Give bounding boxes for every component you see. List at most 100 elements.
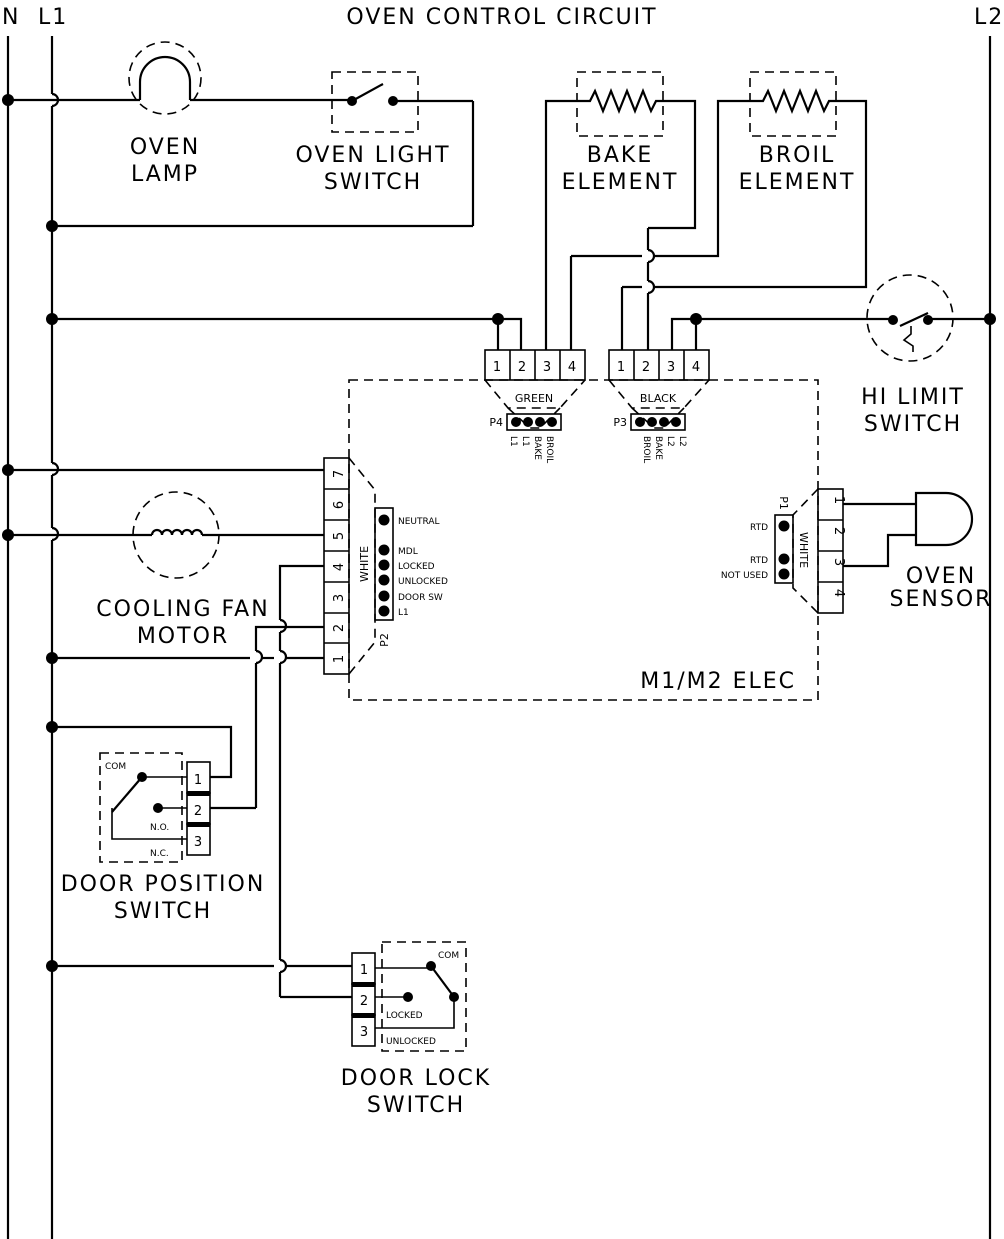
oven-sensor xyxy=(843,491,974,568)
oven-lamp-label-1: OVEN xyxy=(130,135,200,160)
coil-icon xyxy=(150,528,204,536)
green-connector-label: GREEN xyxy=(515,392,553,405)
l1-to-green-wiring xyxy=(46,313,523,350)
door-position-switch xyxy=(46,721,233,863)
p2-pin-3: 3 xyxy=(332,594,347,602)
green-pin-4: 4 xyxy=(568,360,576,375)
p2-signal-unlocked: UNLOCKED xyxy=(398,577,448,587)
element-wiring xyxy=(544,99,868,350)
p2-pin-1: 1 xyxy=(332,655,347,663)
p2-signal-locked: LOCKED xyxy=(398,562,435,572)
green-pin-2: 2 xyxy=(518,360,526,375)
white-p1-connector xyxy=(774,488,844,614)
broil-element-label-2: ELEMENT xyxy=(739,170,856,195)
switch-icon xyxy=(351,83,384,102)
bake-element xyxy=(576,71,664,137)
neutral-to-p2-wiring xyxy=(2,464,324,476)
p1-label: P1 xyxy=(777,496,790,510)
p3-signal-2: L2 xyxy=(665,436,675,447)
p2-lower-wiring xyxy=(46,564,352,999)
dps-com-label: COM xyxy=(105,762,126,772)
green-pin-1: 1 xyxy=(493,360,501,375)
black-pin-3: 3 xyxy=(667,360,675,375)
dls-pin-2: 2 xyxy=(360,994,368,1009)
cooling-fan-motor xyxy=(2,491,324,579)
p1-pin-2: 2 xyxy=(831,527,846,535)
p1-signal-not-used: NOT USED xyxy=(721,571,768,581)
green-connector xyxy=(484,349,586,431)
p2-pin-7: 7 xyxy=(332,470,347,478)
bake-element-label-1: BAKE xyxy=(587,143,653,168)
p4-label: P4 xyxy=(489,416,503,429)
dls-locked-label: LOCKED xyxy=(386,1011,423,1021)
oven-light-switch-enclosure xyxy=(331,71,419,133)
control-board-label: M1/M2 ELEC xyxy=(640,669,796,694)
p3-signal-3: BAKE xyxy=(653,436,663,460)
oven-sensor-label-2: SENSOR xyxy=(890,587,993,612)
dps-no-label: N.O. xyxy=(150,823,169,833)
dls-com-label: COM xyxy=(438,951,459,961)
broil-element xyxy=(749,71,837,137)
p2-pin-4: 4 xyxy=(332,563,347,571)
black-connector-label: BLACK xyxy=(640,392,677,405)
bake-element-label-2: ELEMENT xyxy=(562,170,679,195)
dls-label-2: SWITCH xyxy=(367,1093,465,1118)
cooling-fan-label-2: MOTOR xyxy=(137,624,229,649)
black-connector xyxy=(608,349,710,431)
oven-light-switch-label-2: SWITCH xyxy=(324,170,422,195)
dps-pin-1: 1 xyxy=(194,773,202,788)
white-p2-connector xyxy=(323,457,394,675)
p2-pin-6: 6 xyxy=(332,501,347,509)
oven-lamp-enclosure xyxy=(128,41,202,115)
p4-signal-3: BAKE xyxy=(532,436,542,460)
switch-icon xyxy=(899,312,929,327)
rail-label-n: N xyxy=(2,5,20,30)
p2-pin-2: 2 xyxy=(332,624,347,632)
oven-light-switch-label-1: OVEN LIGHT xyxy=(295,143,450,168)
p2-signal-door-sw: DOOR SW xyxy=(398,593,443,603)
resistor-icon xyxy=(583,88,660,114)
resistor-icon xyxy=(756,88,833,114)
p4-signal-1: L1 xyxy=(508,436,518,447)
dps-nc-label: N.C. xyxy=(150,849,169,859)
p2-signal-neutral: NEUTRAL xyxy=(398,517,440,527)
dps-label-1: DOOR POSITION xyxy=(61,872,266,897)
dls-unlocked-label: UNLOCKED xyxy=(386,1037,436,1047)
l1-rail xyxy=(50,36,60,1239)
p3-label: P3 xyxy=(613,416,627,429)
switch-icon xyxy=(430,965,455,998)
hi-limit-label-2: SWITCH xyxy=(864,412,962,437)
cooling-fan-label-1: COOLING FAN xyxy=(96,597,269,622)
p4-signal-4: BROIL xyxy=(544,436,554,463)
sensor-icon xyxy=(914,491,974,547)
black-pin-4: 4 xyxy=(692,360,700,375)
oven-lamp-label-2: LAMP xyxy=(131,162,199,187)
p1-pin-3: 3 xyxy=(831,558,846,566)
black-pin-2: 2 xyxy=(642,360,650,375)
door-lock-switch xyxy=(46,941,467,1052)
p2-label: P2 xyxy=(378,633,391,647)
p2-pin-5: 5 xyxy=(332,532,347,540)
dls-label-1: DOOR LOCK xyxy=(341,1066,491,1091)
p2-color-label: WHITE xyxy=(358,546,371,582)
p2-signal-mdl: MDL xyxy=(398,547,418,557)
dls-pin-1: 1 xyxy=(360,963,368,978)
diagram-title: OVEN CONTROL CIRCUIT xyxy=(346,5,657,30)
switch-icon xyxy=(111,776,143,813)
p1-pin-1: 1 xyxy=(831,496,846,504)
oven-sensor-label-1: OVEN xyxy=(906,564,976,589)
p1-pin-4: 4 xyxy=(831,589,846,597)
rail-label-l1: L1 xyxy=(38,5,68,30)
p2-signal-l1: L1 xyxy=(398,608,409,618)
dps-pin-3: 3 xyxy=(194,835,202,850)
oven-lamp-circuit xyxy=(2,41,475,232)
hi-limit-label-1: HI LIMIT xyxy=(861,385,965,410)
dls-pin-3: 3 xyxy=(360,1025,368,1040)
broil-element-label-1: BROIL xyxy=(759,143,835,168)
dps-pin-2: 2 xyxy=(194,804,202,819)
green-pin-3: 3 xyxy=(543,360,551,375)
p4-signal-2: L1 xyxy=(520,436,530,447)
p1-signal-rtd-2: RTD xyxy=(750,556,768,566)
p1-color-label: WHITE xyxy=(797,532,810,568)
